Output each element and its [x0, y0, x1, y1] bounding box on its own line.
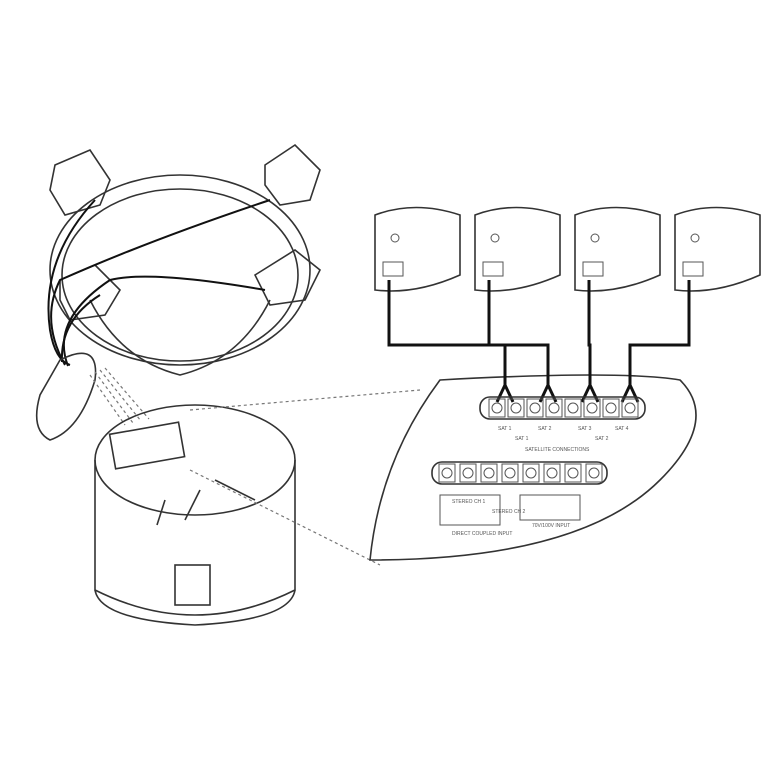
screw-terminal: [602, 398, 620, 418]
sat-3-label: SAT 3: [578, 426, 592, 432]
satellite-speaker-ring-4: [253, 249, 322, 306]
screw-terminal: [459, 463, 477, 483]
screw-terminal: [543, 463, 561, 483]
sat-1-label: SAT 1: [498, 426, 512, 432]
line-input-label: 70V/100V INPUT: [532, 523, 570, 529]
stereo-ch1-label: STEREO CH 1: [452, 499, 486, 505]
screw-terminal: [522, 463, 540, 483]
sat-2-label: SAT 2: [538, 426, 552, 432]
screw-terminal: [583, 398, 601, 418]
sat-4-label: SAT 4: [615, 426, 629, 432]
terminal-detail-panel: [369, 374, 697, 561]
speaker-wire-3: [580, 280, 600, 403]
screw-terminal: [564, 398, 582, 418]
screw-terminal: [438, 463, 456, 483]
satellite-speaker-ring-2: [264, 143, 321, 206]
screw-terminal: [501, 463, 519, 483]
satellite-connections-label: SATELLITE CONNECTIONS: [525, 447, 590, 453]
screw-terminal: [488, 398, 506, 418]
satellite-speaker-2: [474, 206, 561, 403]
connection-arrows: [89, 367, 150, 426]
satellite-speaker-ring-1: [49, 149, 111, 216]
screw-terminal: [480, 463, 498, 483]
ring-wires: [47, 199, 271, 367]
screw-terminal: [585, 463, 603, 483]
screw-terminal: [507, 398, 525, 418]
screw-terminal: [621, 398, 639, 418]
sat-group-1-label: SAT 1: [515, 436, 529, 442]
speaker-wire-1: [387, 280, 515, 403]
satellite-speaker-4: [620, 206, 761, 403]
satellite-speaker-1: [374, 206, 515, 403]
wire-bundle-plate: [35, 352, 97, 441]
sat-group-2-label: SAT 2: [595, 436, 609, 442]
ceiling-ring: [49, 174, 311, 376]
direct-coupled-input-label: DIRECT COUPLED INPUT: [452, 531, 512, 537]
screw-terminal: [526, 398, 544, 418]
stereo-ch2-label: STEREO CH 2: [492, 509, 526, 515]
screw-terminal: [564, 463, 582, 483]
screw-terminal: [545, 398, 563, 418]
subwoofer-enclosure: [94, 404, 296, 626]
satellite-speaker-ring-3: [59, 264, 122, 321]
input-terminal-strip: [431, 461, 608, 526]
speaker-wire-2: [487, 280, 558, 403]
speaker-wire-4: [620, 280, 691, 403]
satellite-speaker-3: [574, 206, 661, 403]
satellite-terminal-strip: [479, 396, 646, 420]
